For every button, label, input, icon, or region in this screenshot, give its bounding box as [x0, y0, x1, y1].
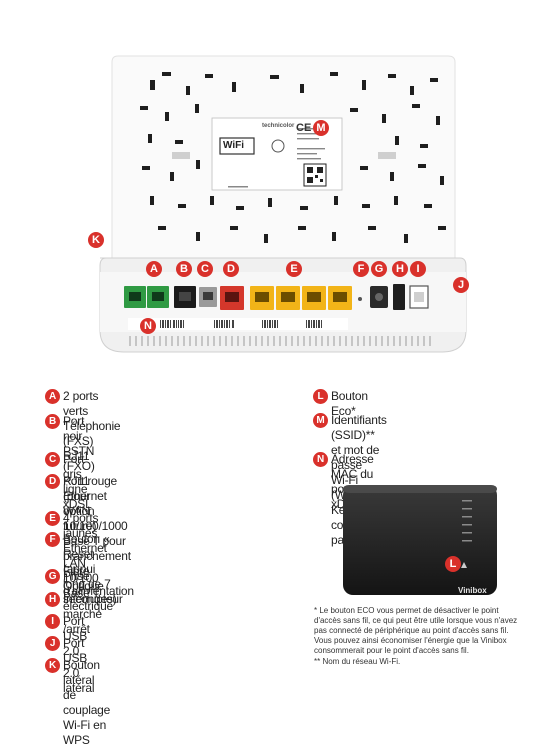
- callout-n: N: [140, 318, 156, 334]
- legend-text: Bouton latéral de couplage Wi-Fi en WPS: [63, 658, 111, 747]
- legend-badge: D: [45, 474, 60, 489]
- legend-badge: B: [45, 414, 60, 429]
- footnote-eco: * Le bouton ECO vous permet de désactive…: [314, 606, 518, 655]
- wifi-logo: WiFi: [223, 140, 245, 151]
- legend-text: Interrupteur marche /arrêt: [63, 592, 123, 636]
- legend-badge: I: [45, 614, 60, 629]
- callout-d: D: [223, 261, 239, 277]
- legend-badge: G: [45, 569, 60, 584]
- legend-text: Port gris ligne xDSL: [63, 452, 92, 511]
- vinibox-logo: Vinibox: [458, 586, 487, 595]
- legend-badge: E: [45, 511, 60, 526]
- legend-badge: K: [45, 658, 60, 673]
- callout-k: K: [88, 232, 104, 248]
- legend-text: Bouton « Reset (appui long de 7 secondes…: [63, 532, 117, 606]
- legend-text: Bouton Eco*: [331, 389, 368, 418]
- legend-text: Prise d'alimentation électrique: [63, 569, 134, 613]
- vinibox-illustration: [343, 485, 497, 595]
- legend-text: 4 ports jaunes Ethernet LAN 10/100 Base …: [63, 511, 107, 600]
- callout-e: E: [286, 261, 302, 277]
- callout-c: C: [197, 261, 213, 277]
- legend-text: Port USB 2.0: [63, 614, 88, 658]
- legend-badge: L: [313, 389, 328, 404]
- sticker-brand: technicolor: [262, 123, 295, 129]
- legend-text: Port rouge Ethernet WAN 10/100/1000 Base…: [63, 474, 131, 593]
- router-illustration: [99, 55, 468, 353]
- callout-l: L: [445, 556, 461, 572]
- legend-badge: H: [45, 592, 60, 607]
- callout-a: A: [146, 261, 162, 277]
- legend-badge: F: [45, 532, 60, 547]
- legend-badge: M: [313, 413, 328, 428]
- callout-b: B: [176, 261, 192, 277]
- legend-text: Port noir PSTN (FXO) RJ11 (pour option f…: [63, 414, 97, 533]
- legend-text: Port USB 2.0 latéral: [63, 636, 95, 695]
- callout-j: J: [453, 277, 469, 293]
- legend-badge: A: [45, 389, 60, 404]
- callout-f: F: [353, 261, 369, 277]
- legend-badge: C: [45, 452, 60, 467]
- legend-badge: N: [313, 452, 328, 467]
- footnote-ssid: ** Nom du réseau Wi-Fi.: [314, 657, 401, 666]
- legend-text: 2 ports verts Téléphonie (FXS) RJ11: [63, 389, 121, 463]
- callout-m: M: [313, 120, 329, 136]
- callout-i: I: [410, 261, 426, 277]
- callout-g: G: [371, 261, 387, 277]
- ce-mark: CE: [296, 122, 312, 134]
- callout-h: H: [392, 261, 408, 277]
- legend-badge: J: [45, 636, 60, 651]
